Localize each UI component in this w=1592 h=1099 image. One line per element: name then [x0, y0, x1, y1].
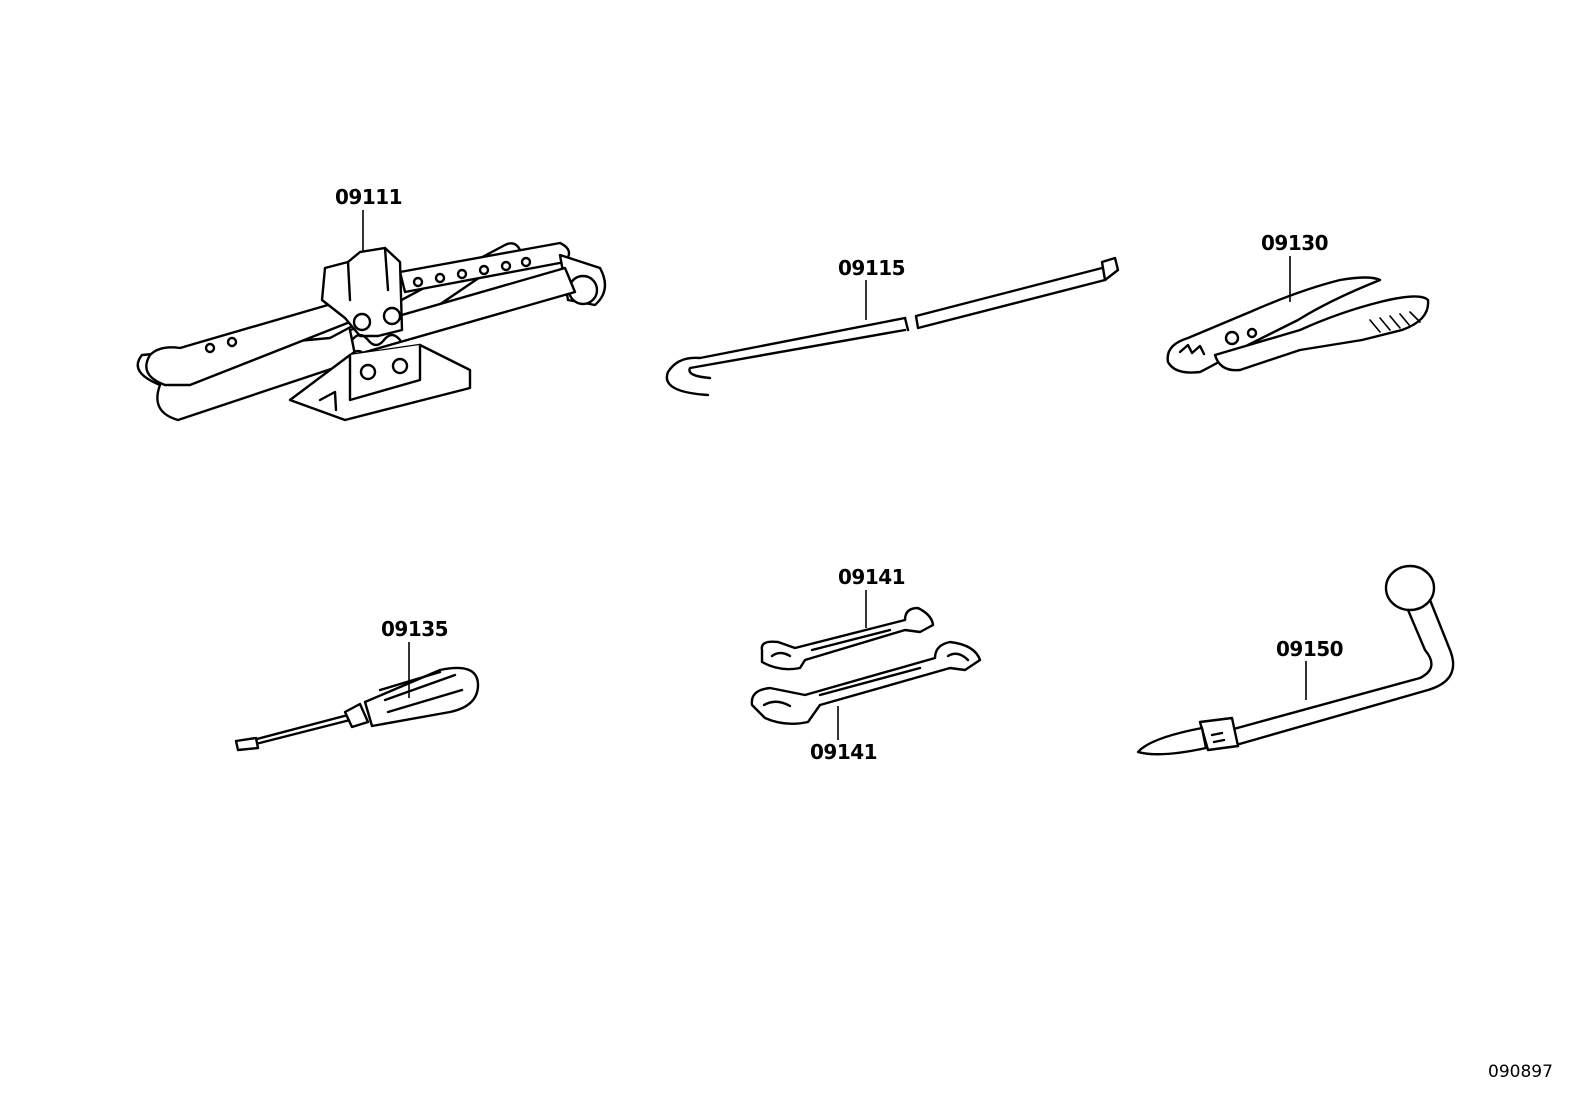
part-number-wrench-upper: 09141: [838, 565, 906, 589]
screwdriver-icon: [234, 666, 480, 752]
open-end-wrench-icon: [750, 640, 982, 725]
part-number-screwdriver: 09135: [381, 617, 449, 641]
part-number-pliers: 09130: [1261, 231, 1329, 255]
part-number-wrench-lower: 09141: [810, 740, 878, 764]
pliers-icon: [1166, 276, 1430, 374]
scissor-jack-icon: [136, 241, 607, 422]
part-number-lug-wrench: 09150: [1276, 637, 1344, 661]
open-end-wrench-icon: [760, 606, 935, 671]
lug-wrench-icon: [1136, 564, 1455, 756]
part-number-jack-handle: 09115: [838, 256, 906, 280]
jack-handle-icon: [665, 256, 1120, 397]
part-number-jack: 09111: [335, 185, 403, 209]
diagram-id: 090897: [1488, 1062, 1553, 1082]
